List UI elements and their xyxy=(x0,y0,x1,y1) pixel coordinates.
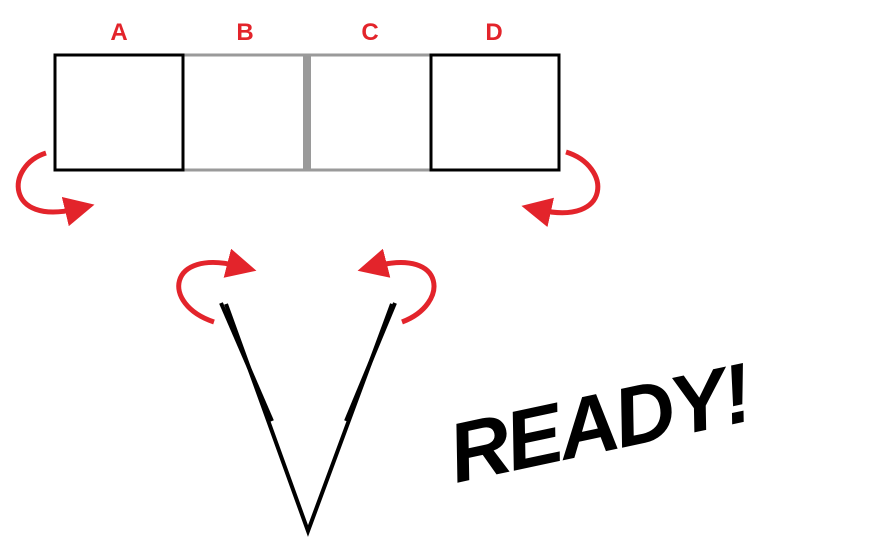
panel-label-d: D xyxy=(485,19,502,46)
panel-label-b: B xyxy=(236,19,253,46)
panel-b xyxy=(181,53,309,172)
curved-arrow-icon xyxy=(521,149,601,228)
panel-c xyxy=(305,53,433,172)
panel-strip xyxy=(53,53,561,172)
curved-arrow-icon xyxy=(357,248,437,325)
curved-arrow-icon xyxy=(176,248,257,325)
panel-label-a: A xyxy=(110,19,127,46)
curved-arrow-icon xyxy=(15,150,95,227)
panel-d xyxy=(429,53,561,172)
folded-v-shape xyxy=(219,302,397,537)
panel-a xyxy=(53,53,185,172)
right-inner-panel xyxy=(344,302,397,422)
panel-label-c: C xyxy=(361,19,378,46)
folded-panels-outline xyxy=(224,303,394,537)
left-inner-panel xyxy=(219,302,274,422)
ready-status-text: READY! xyxy=(440,345,759,501)
